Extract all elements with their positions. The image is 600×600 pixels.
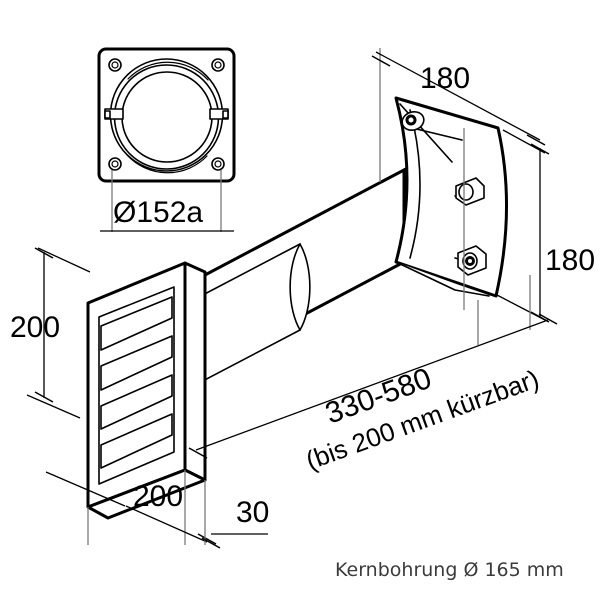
duct-tube-seam [289,243,301,331]
plate-width-label: 180 [420,62,470,95]
grille-height-label: 200 [10,311,60,344]
wall-plate-bottom-fin [395,261,490,297]
flange-arc-top [127,61,209,81]
front-flange-detail [97,47,236,183]
isometric-assembly [86,96,508,520]
flange-screw-bottom-left [108,157,122,171]
grille-depth-label: 30 [236,496,269,529]
core-drill-note: Kernbohrung Ø 165 mm [335,559,564,581]
wall-plate-detail [394,96,508,298]
dimension-grille-height: 200 [10,247,91,419]
dimension-grille-depth: 30 [201,480,269,549]
wall-plate-boss-middle [455,177,485,206]
flange-diameter-label: Ø152a [113,196,203,229]
louver-slat-4 [100,413,173,469]
louver-slat-3 [100,374,173,430]
dimension-plate-height: 180 [496,129,595,323]
grille-width-label: 200 [133,480,183,513]
wall-plate-boss-bottom [457,245,487,276]
louver-slat-1 [100,296,173,351]
wall-plate-boss-top [401,110,425,132]
flange-inner-bore [121,71,213,163]
dimension-plate-width: 180 [371,48,546,310]
flange-tab-left [104,108,124,120]
louver-slat-2 [100,335,173,391]
louver-grille [86,261,207,520]
wall-plate-shell [394,96,508,298]
flange-screw-top-right [211,58,225,72]
plate-height-label: 180 [545,244,595,277]
flange-arc-bottom [126,154,208,174]
duct-inner-tube [196,243,311,385]
dimension-flange-diameter: Ø152a [100,170,234,232]
flange-screw-bottom-right [211,157,225,171]
flange-tab-right [209,108,229,120]
flange-screw-top-left [108,58,122,72]
dimension-grille-width: 200 [45,470,217,545]
